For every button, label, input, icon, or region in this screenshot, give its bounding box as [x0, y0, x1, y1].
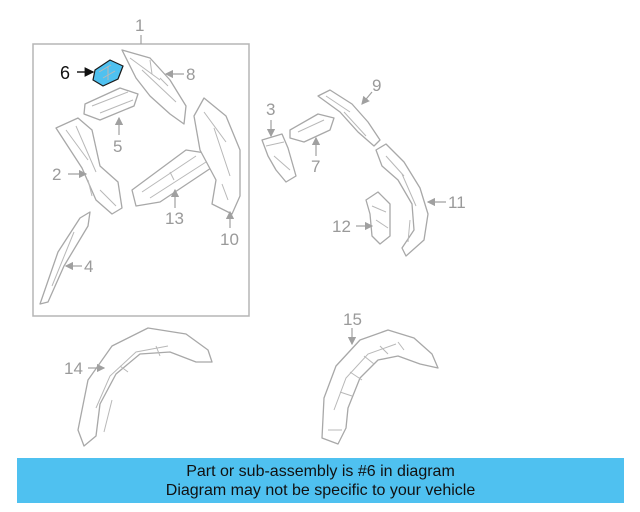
part-9[interactable] [317, 89, 381, 147]
part-5[interactable] [83, 87, 139, 121]
callout-7: 7 [311, 157, 320, 176]
callout-8: 8 [186, 65, 195, 84]
callout-2: 2 [52, 165, 61, 184]
part-11[interactable] [375, 143, 429, 257]
part-14[interactable] [77, 327, 213, 447]
callout-13: 13 [165, 209, 184, 228]
part-10[interactable] [193, 97, 241, 215]
callout-6: 6 [60, 63, 70, 83]
banner-line-1: Part or sub-assembly is #6 in diagram [186, 462, 455, 480]
part-8[interactable] [121, 49, 187, 125]
callout-1: 1 [135, 16, 144, 35]
callout-11: 11 [448, 193, 466, 212]
callout-14: 14 [64, 359, 83, 378]
callout-9: 9 [372, 76, 381, 95]
callout-4: 4 [84, 257, 93, 276]
part-3[interactable] [261, 133, 297, 183]
callout-3: 3 [266, 100, 275, 119]
part-7[interactable] [289, 113, 335, 143]
info-banner: Part or sub-assembly is #6 in diagram Di… [17, 458, 624, 503]
part-6[interactable] [92, 59, 124, 87]
banner-line-2: Diagram may not be specific to your vehi… [165, 481, 476, 499]
callout-5: 5 [113, 137, 122, 156]
part-15[interactable] [321, 329, 439, 445]
callout-15: 15 [343, 310, 362, 329]
callout-10: 10 [220, 230, 239, 249]
part-12[interactable] [365, 191, 391, 245]
part-13[interactable] [131, 149, 215, 207]
part-2[interactable] [55, 117, 123, 215]
part-4[interactable] [39, 211, 91, 305]
callout-12: 12 [332, 217, 351, 236]
